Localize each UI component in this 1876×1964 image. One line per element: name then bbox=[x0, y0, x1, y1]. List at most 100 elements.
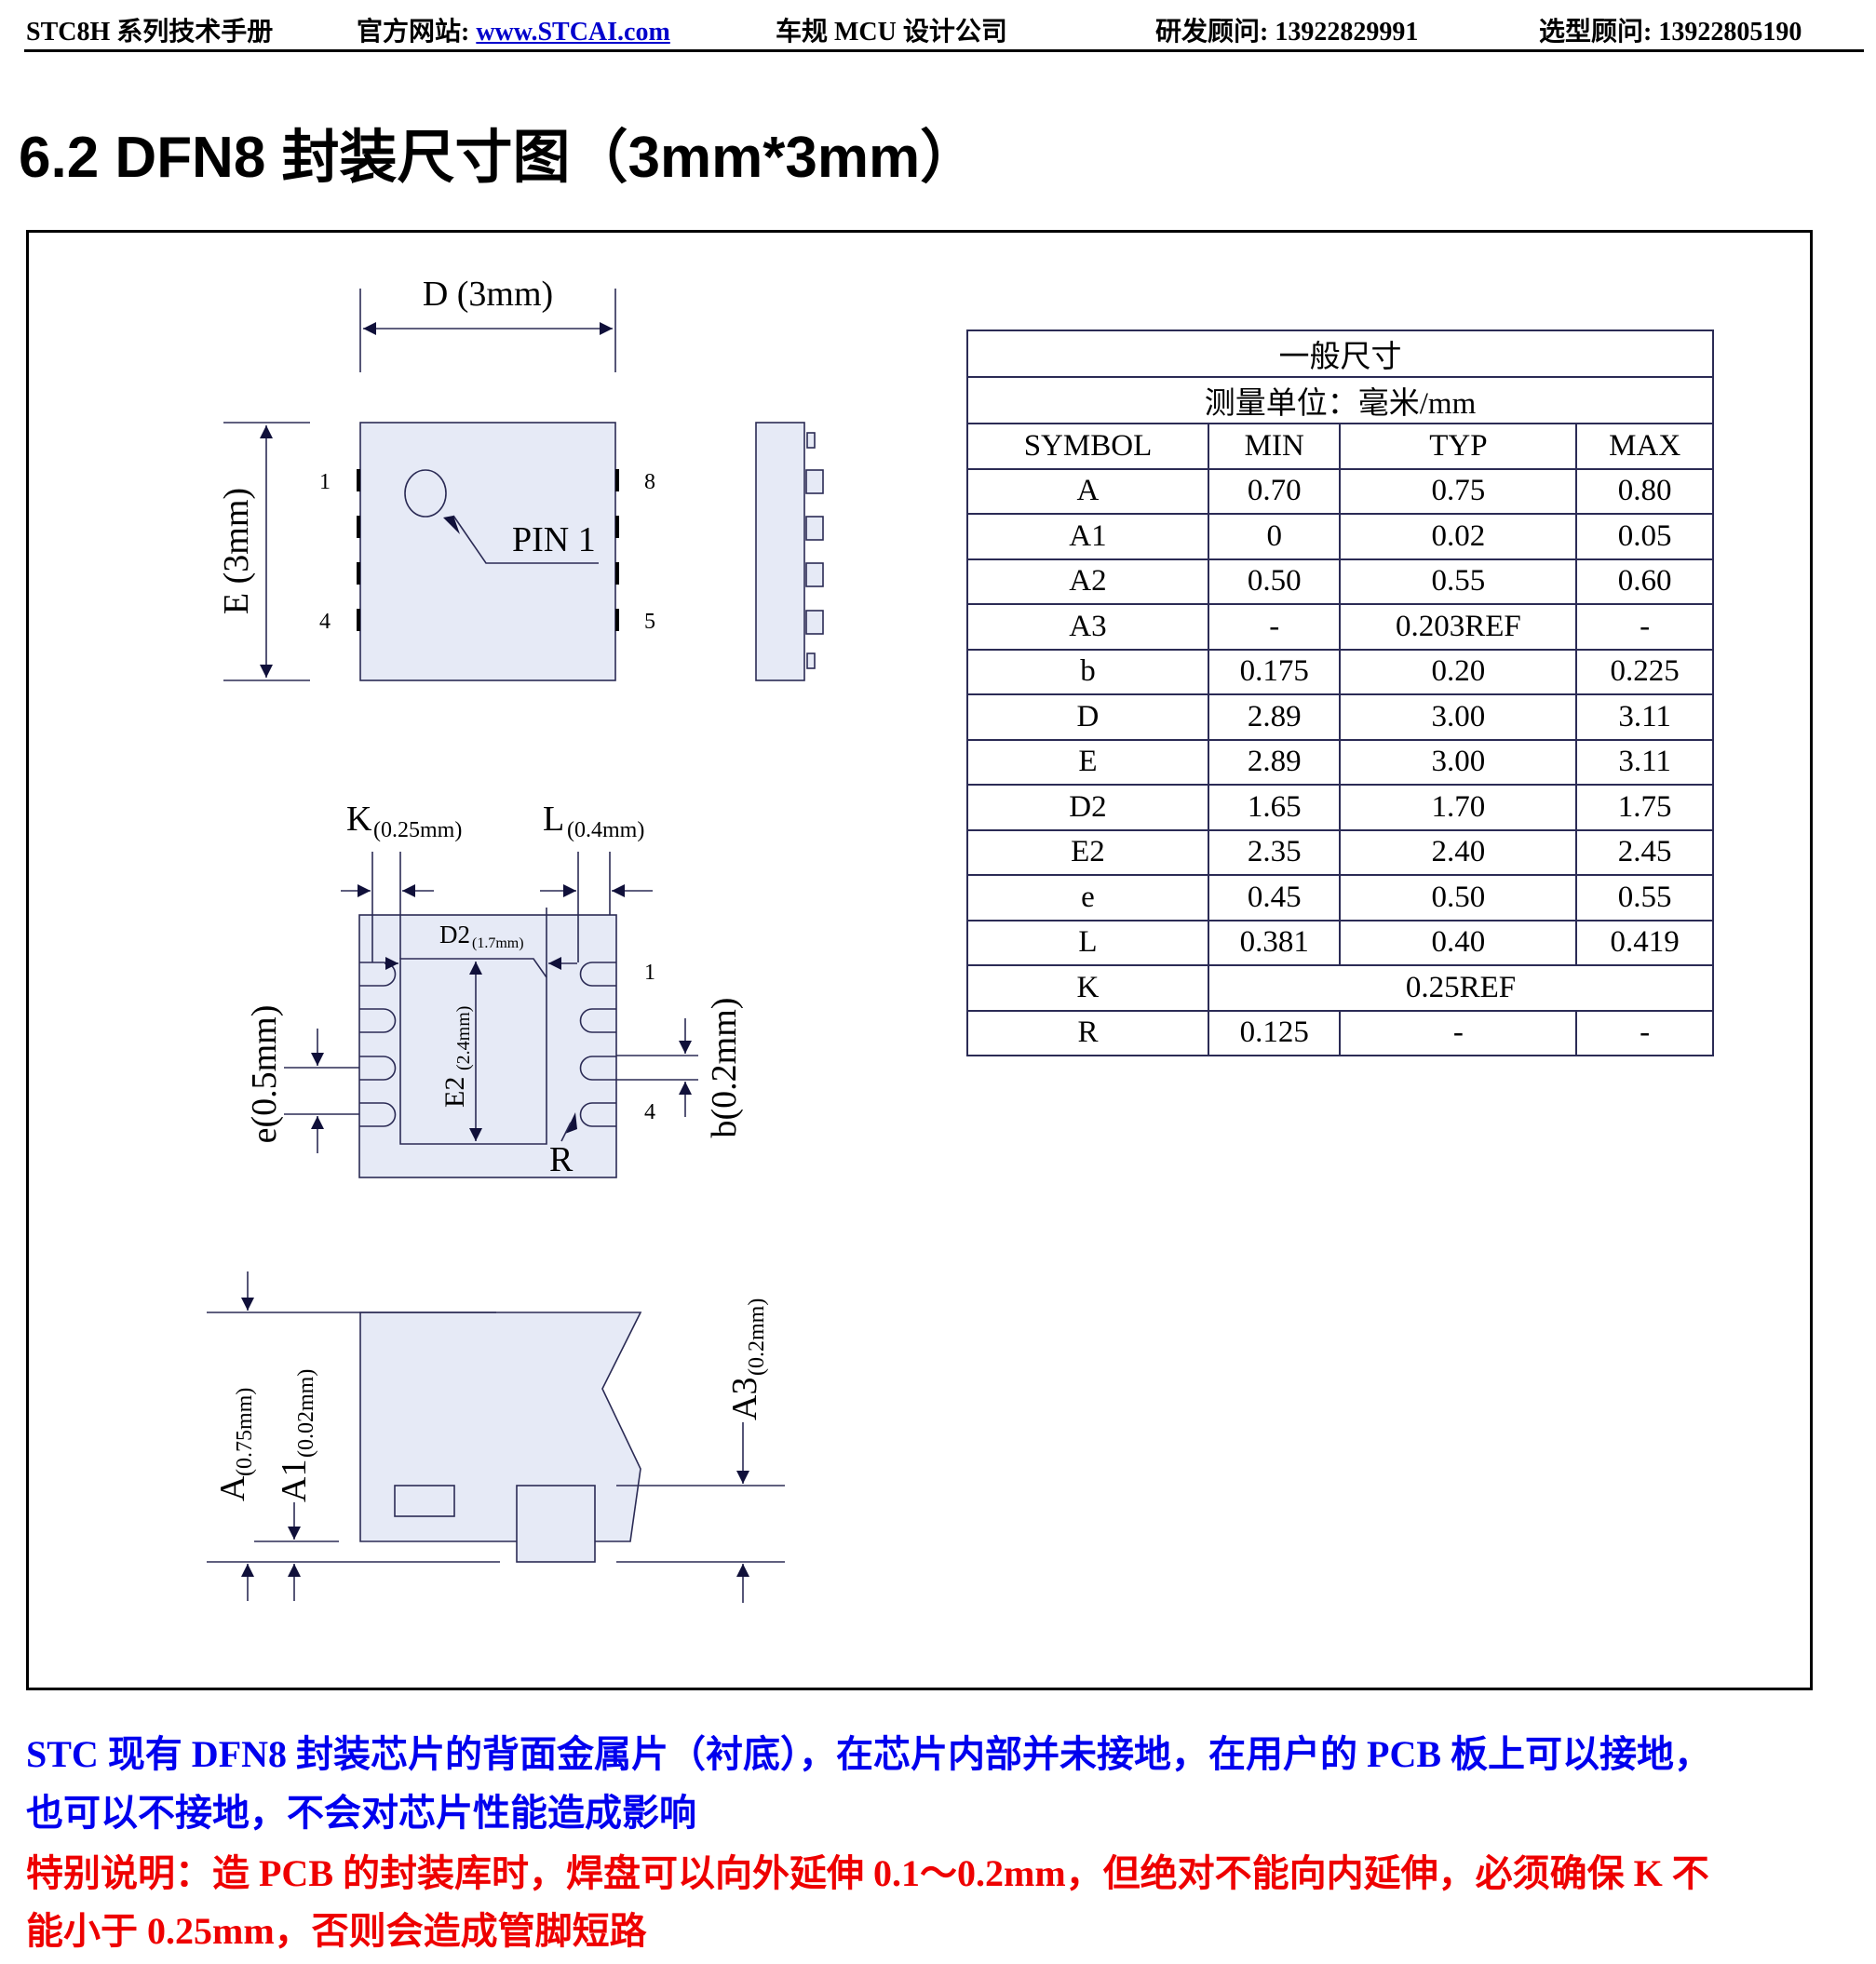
note-warning-line2: 能小于 0.25mm，否则会造成管脚短路 bbox=[26, 1910, 647, 1952]
top-view-pins bbox=[357, 469, 619, 631]
note-substrate-line2: 也可以不接地，不会对芯片性能造成影响 bbox=[26, 1792, 696, 1834]
min-cell: 0.45 bbox=[1207, 874, 1342, 921]
note-warning-line1: 特别说明：造 PCB 的封装库时，焊盘可以向外延伸 0.1～0.2mm，但绝对不… bbox=[26, 1852, 1709, 1894]
symbol-cell: b bbox=[966, 648, 1209, 695]
max-cell: - bbox=[1575, 1009, 1714, 1056]
top-view-height-label: E (3mm) bbox=[217, 488, 256, 614]
sales-contact: 选型顾问: 13922805190 bbox=[1539, 18, 1802, 47]
max-cell: 0.80 bbox=[1575, 467, 1714, 515]
symbol-cell: A3 bbox=[966, 603, 1209, 651]
max-cell: 3.11 bbox=[1575, 738, 1714, 786]
symbol-cell: D2 bbox=[966, 784, 1209, 831]
l-label: L bbox=[543, 800, 564, 839]
typ-cell: 0.50 bbox=[1339, 874, 1578, 921]
pin1-label: PIN 1 bbox=[512, 520, 596, 559]
min-cell: 2.89 bbox=[1207, 693, 1342, 741]
pin1-marker-icon bbox=[404, 469, 447, 518]
package-profile bbox=[359, 1312, 642, 1542]
bottom-view: K (0.25mm) L (0.4mm) D2 (1.7mm) E2 (2.4m… bbox=[245, 800, 744, 1179]
rd-contact: 研发顾问: 13922829991 bbox=[1155, 18, 1419, 47]
official-site: 官方网站: www.STCAI.com bbox=[357, 11, 670, 48]
pin-label-8: 8 bbox=[644, 470, 655, 494]
site-link[interactable]: www.STCAI.com bbox=[476, 18, 670, 47]
typ-cell: 1.70 bbox=[1339, 784, 1578, 831]
typ-cell: 2.40 bbox=[1339, 828, 1578, 876]
min-cell: 2.35 bbox=[1207, 828, 1342, 876]
header-divider bbox=[24, 49, 1864, 52]
min-cell: 2.89 bbox=[1207, 738, 1342, 786]
e2-value: (2.4mm) bbox=[453, 1006, 474, 1070]
max-cell: - bbox=[1575, 603, 1714, 651]
symbol-cell: L bbox=[966, 919, 1209, 966]
symbol-cell: A bbox=[966, 467, 1209, 515]
col-header: SYMBOL bbox=[966, 423, 1209, 470]
symbol-cell: K bbox=[966, 964, 1209, 1012]
max-cell: 0.419 bbox=[1575, 919, 1714, 966]
ref-cell: 0.25REF bbox=[1207, 964, 1715, 1012]
symbol-cell: R bbox=[966, 1009, 1209, 1056]
side-profile-view: A (0.75mm) A1 (0.02mm) A3 (0.2mm) bbox=[207, 1271, 785, 1603]
chip-top-body bbox=[359, 422, 616, 681]
symbol-cell: E bbox=[966, 738, 1209, 786]
symbol-cell: A2 bbox=[966, 558, 1209, 605]
min-cell: 0.70 bbox=[1207, 467, 1342, 515]
k-label: K bbox=[346, 800, 372, 839]
top-view: D (3mm) E (3mm) PIN 1 1 4 8 5 bbox=[217, 275, 655, 681]
a-label: A bbox=[213, 1475, 252, 1501]
typ-cell: 0.40 bbox=[1339, 919, 1578, 966]
min-cell: 0 bbox=[1207, 513, 1342, 560]
right-leads bbox=[579, 962, 616, 1127]
table-unit-row: 测量单位：毫米/mm bbox=[966, 376, 1714, 424]
min-cell: 0.381 bbox=[1207, 919, 1342, 966]
pin-label-4: 4 bbox=[319, 610, 331, 634]
min-cell: 0.175 bbox=[1207, 648, 1342, 695]
l-value: (0.4mm) bbox=[567, 818, 644, 842]
typ-cell: 0.55 bbox=[1339, 558, 1578, 605]
max-cell: 1.75 bbox=[1575, 784, 1714, 831]
typ-cell: 0.203REF bbox=[1339, 603, 1578, 651]
symbol-cell: A1 bbox=[966, 513, 1209, 560]
pin-label-1: 1 bbox=[319, 470, 331, 494]
min-cell: 0.125 bbox=[1207, 1009, 1342, 1056]
d2-label: D2 bbox=[439, 921, 470, 948]
company-tagline: 车规 MCU 设计公司 bbox=[776, 18, 1007, 47]
min-cell: - bbox=[1207, 603, 1342, 651]
typ-cell: - bbox=[1339, 1009, 1578, 1056]
max-cell: 2.45 bbox=[1575, 828, 1714, 876]
table-title: 一般尺寸 bbox=[966, 330, 1714, 378]
typ-cell: 3.00 bbox=[1339, 693, 1578, 741]
d2-value: (1.7mm) bbox=[472, 935, 524, 951]
col-header: MAX bbox=[1575, 423, 1714, 470]
bottom-pin-label-4: 4 bbox=[644, 1100, 655, 1124]
symbol-cell: e bbox=[966, 874, 1209, 921]
note-substrate-line1: STC 现有 DFN8 封装芯片的背面金属片（衬底），在芯片内部并未接地，在用户… bbox=[26, 1733, 1712, 1775]
table-unit: 测量单位：毫米/mm bbox=[966, 376, 1714, 424]
a3-value: (0.2mm) bbox=[745, 1298, 769, 1376]
symbol-cell: E2 bbox=[966, 828, 1209, 876]
pin-label-5: 5 bbox=[644, 610, 655, 634]
a1-label: A1 bbox=[275, 1460, 314, 1502]
max-cell: 0.55 bbox=[1575, 874, 1714, 921]
max-cell: 0.225 bbox=[1575, 648, 1714, 695]
page-header: STC8H 系列技术手册 官方网站: www.STCAI.com 车规 MCU … bbox=[26, 7, 1850, 48]
a-value: (0.75mm) bbox=[233, 1388, 257, 1476]
col-header: MIN bbox=[1207, 423, 1342, 470]
pin1-arrow-icon bbox=[443, 516, 460, 534]
r-label: R bbox=[549, 1140, 574, 1179]
bottom-pin-label-1: 1 bbox=[644, 961, 655, 985]
e-pitch-label: e(0.5mm) bbox=[245, 1005, 284, 1144]
max-cell: 0.60 bbox=[1575, 558, 1714, 605]
exposed-pad bbox=[399, 958, 547, 1145]
